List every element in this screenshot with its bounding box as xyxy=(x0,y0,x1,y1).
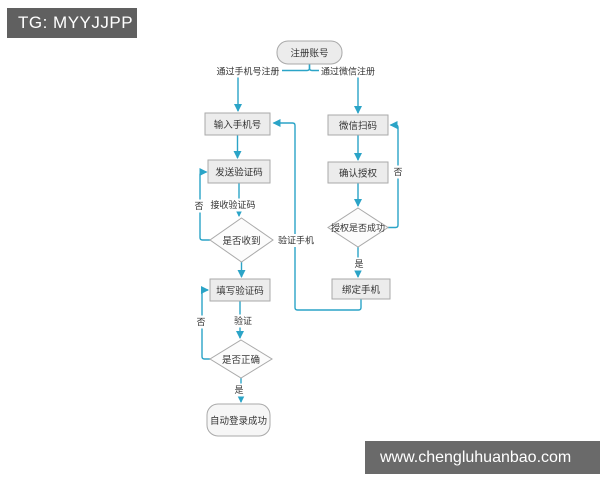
node-bind-phone: 绑定手机 xyxy=(331,278,391,300)
edge-label-receive-code: 接收验证码 xyxy=(210,199,255,210)
terminator-shape xyxy=(276,40,343,65)
label-bg xyxy=(194,315,208,329)
edge-label-verify-phone: 验证手机 xyxy=(278,235,314,246)
process-shape xyxy=(207,159,271,184)
node-correct-decision: 是否正确 xyxy=(209,339,273,379)
node-send-code: 发送验证码 xyxy=(207,159,271,184)
terminator-shape xyxy=(206,403,271,437)
node-label: 自动登录成功 xyxy=(210,415,267,427)
label-bg xyxy=(391,165,405,179)
decision-shape xyxy=(209,339,273,379)
process-shape xyxy=(204,112,271,136)
node-auth-success-decision: 授权是否成功 xyxy=(327,207,389,248)
edge-label-yes-auth: 是 xyxy=(354,259,363,269)
label-bg xyxy=(231,314,255,328)
node-auto-login: 自动登录成功 xyxy=(206,403,271,437)
node-label: 微信扫码 xyxy=(339,120,377,132)
node-label: 填写验证码 xyxy=(216,285,264,297)
node-label: 绑定手机 xyxy=(342,284,381,296)
edge-label-yes-correct: 是 xyxy=(234,385,243,395)
node-label: 确认授权 xyxy=(339,167,378,179)
label-bg xyxy=(232,383,246,397)
process-shape xyxy=(327,161,389,184)
telegram-watermark-badge: TG: MYYJJPP xyxy=(7,8,137,38)
decision-shape xyxy=(327,207,389,248)
label-bg xyxy=(208,198,258,212)
node-wechat-scan: 微信扫码 xyxy=(327,114,389,136)
label-bg xyxy=(319,64,377,78)
node-label: 发送验证码 xyxy=(215,166,263,178)
edge-label-register-by-phone: 通过手机号注册 xyxy=(216,66,279,77)
node-confirm-auth: 确认授权 xyxy=(327,161,389,184)
label-bg xyxy=(214,64,282,78)
process-shape xyxy=(209,278,271,302)
node-received-decision: 是否收到 xyxy=(209,217,274,263)
edge-label-no-auth: 否 xyxy=(393,167,402,177)
node-fill-code: 填写验证码 xyxy=(209,278,271,302)
edge-label-no-received: 否 xyxy=(194,201,203,211)
process-shape xyxy=(327,114,389,136)
node-start: 注册账号 xyxy=(276,40,343,65)
edge-label-register-by-wechat: 通过微信注册 xyxy=(321,66,375,77)
node-label: 是否正确 xyxy=(222,354,260,366)
node-label: 注册账号 xyxy=(290,47,328,59)
decision-shape xyxy=(209,217,274,263)
process-shape xyxy=(331,278,391,300)
flowchart-edge-labels: 通过手机号注册 通过微信注册 接收验证码 否 验证 否 是 是 否 验证手机 xyxy=(192,64,405,397)
telegram-watermark-text: TG: MYYJJPP xyxy=(18,13,134,32)
edge-label-verify: 验证 xyxy=(234,315,252,326)
node-label: 授权是否成功 xyxy=(331,222,385,233)
node-label: 是否收到 xyxy=(222,235,260,247)
node-label: 输入手机号 xyxy=(214,119,262,131)
label-bg xyxy=(192,199,206,213)
label-bg xyxy=(276,234,316,247)
edge-label-no-correct: 否 xyxy=(196,317,205,327)
node-input-phone: 输入手机号 xyxy=(204,112,271,136)
website-watermark-bar: www.chengluhuanbao.com xyxy=(365,441,600,474)
website-watermark-text: www.chengluhuanbao.com xyxy=(380,448,572,466)
label-bg xyxy=(352,257,366,271)
edge-bind-phone-to-input-phone xyxy=(272,119,362,311)
